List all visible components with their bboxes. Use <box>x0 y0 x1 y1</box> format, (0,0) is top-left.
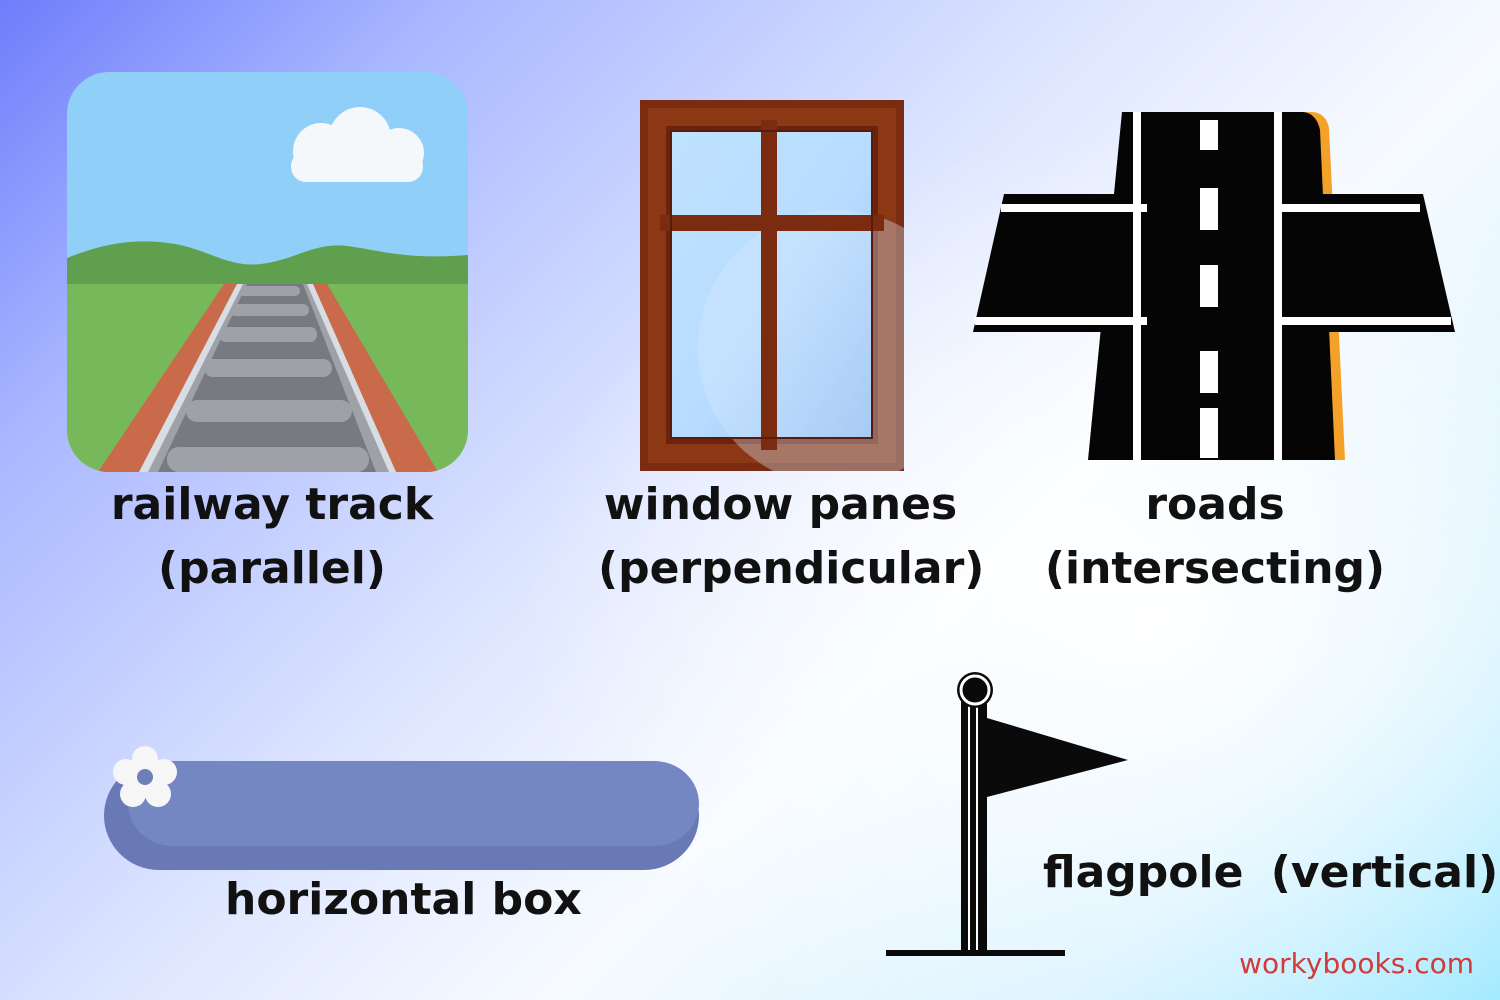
railway-track-name: railway track <box>110 479 434 530</box>
roads-relation: (intersecting) <box>1044 542 1386 594</box>
railway-track-icon <box>67 72 468 472</box>
window-panes-relation: (perpendicular) <box>598 542 985 594</box>
workybooks-brand: workybooks.com <box>1239 947 1474 980</box>
railway-track-label: railway track (parallel) <box>67 473 477 601</box>
railway-track-relation: (parallel) <box>158 542 386 594</box>
window-icon <box>640 100 904 471</box>
flagpole-icon <box>886 672 1128 956</box>
horizontal-box-label: horizontal box <box>225 868 582 932</box>
flagpole-relation: (vertical) <box>1270 847 1499 898</box>
horizontal-box-icon <box>104 746 699 870</box>
roads-name: roads <box>1145 479 1285 530</box>
window-panes-name: window panes <box>603 479 958 530</box>
intersection-icon <box>973 112 1455 460</box>
window-panes-label: window panes (perpendicular) <box>598 473 985 601</box>
horizontal-box-name: horizontal box <box>225 874 582 925</box>
flagpole-name: flagpole <box>1043 847 1244 898</box>
flagpole-label: flagpole (vertical) <box>1043 847 1498 898</box>
roads-label: roads (intersecting) <box>1040 473 1390 601</box>
